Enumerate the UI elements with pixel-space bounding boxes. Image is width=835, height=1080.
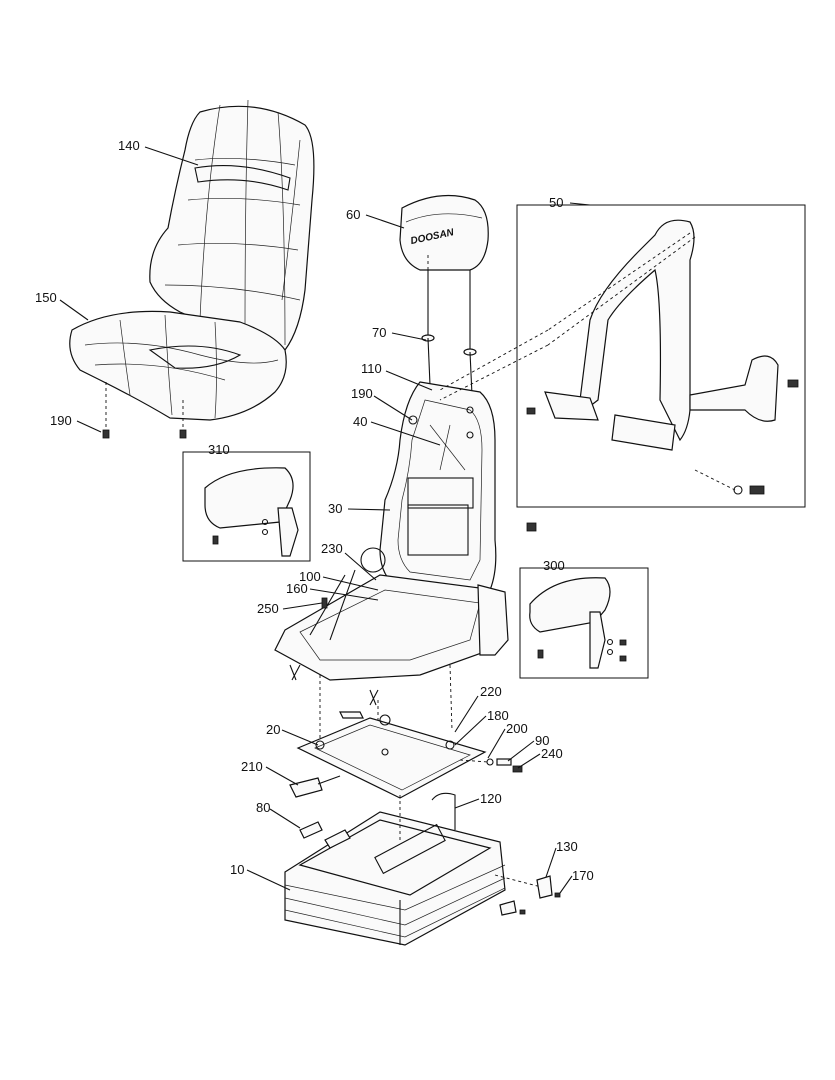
callout-60[interactable]: 60 <box>346 207 360 222</box>
callout-90[interactable]: 90 <box>535 733 549 748</box>
leader-lines <box>59 146 591 894</box>
callout-10[interactable]: 10 <box>230 862 244 877</box>
slide-plate-part[interactable] <box>296 711 487 799</box>
guide-sleeve-70[interactable] <box>421 334 477 396</box>
left-armrest-box[interactable] <box>182 451 311 562</box>
callout-180[interactable]: 180 <box>487 708 509 723</box>
headrest-part[interactable] <box>399 194 489 351</box>
callout-210[interactable]: 210 <box>241 759 263 774</box>
right-armrest-box[interactable] <box>519 567 649 679</box>
callout-70[interactable]: 70 <box>372 325 386 340</box>
bolt-set-200-90-240[interactable] <box>459 758 523 773</box>
callout-110[interactable]: 110 <box>361 361 382 376</box>
callout-220[interactable]: 220 <box>480 684 502 699</box>
lever-210-part[interactable] <box>289 775 341 798</box>
callout-200[interactable]: 200 <box>506 721 528 736</box>
callout-100[interactable]: 100 <box>299 569 321 584</box>
backrest-frame-part[interactable] <box>379 381 497 601</box>
callout-250[interactable]: 250 <box>257 601 279 616</box>
callout-30[interactable]: 30 <box>328 501 342 516</box>
screw-190-seat[interactable] <box>102 382 187 439</box>
callout-170[interactable]: 170 <box>572 868 594 883</box>
callout-190-seat[interactable]: 190 <box>50 413 72 428</box>
callout-40[interactable]: 40 <box>353 414 367 429</box>
callout-20[interactable]: 20 <box>266 722 280 737</box>
callout-230[interactable]: 230 <box>321 541 343 556</box>
suspension-base-part[interactable] <box>284 795 546 946</box>
alignment-lines-frame <box>319 664 453 740</box>
seat-belt-assembly-box[interactable] <box>439 204 806 508</box>
callout-50[interactable]: 50 <box>549 195 563 210</box>
callout-300[interactable]: 300 <box>543 558 565 573</box>
callout-240[interactable]: 240 <box>541 746 563 761</box>
connector-130-170[interactable] <box>499 875 561 916</box>
switch-80-part[interactable] <box>299 821 351 849</box>
callout-160[interactable]: 160 <box>286 581 308 596</box>
callout-150[interactable]: 150 <box>35 290 57 305</box>
callout-labels: 140 150 190 60 50 70 110 190 40 310 30 2… <box>35 138 594 883</box>
callout-120[interactable]: 120 <box>480 791 502 806</box>
hose-120-part[interactable] <box>431 792 456 830</box>
callout-130[interactable]: 130 <box>556 839 578 854</box>
seat-cushion-part[interactable] <box>69 310 287 421</box>
callout-80[interactable]: 80 <box>256 800 270 815</box>
seat-frame-part[interactable] <box>274 522 537 706</box>
callout-190-frame[interactable]: 190 <box>351 386 373 401</box>
callout-140[interactable]: 140 <box>118 138 140 153</box>
callout-310[interactable]: 310 <box>208 442 230 457</box>
